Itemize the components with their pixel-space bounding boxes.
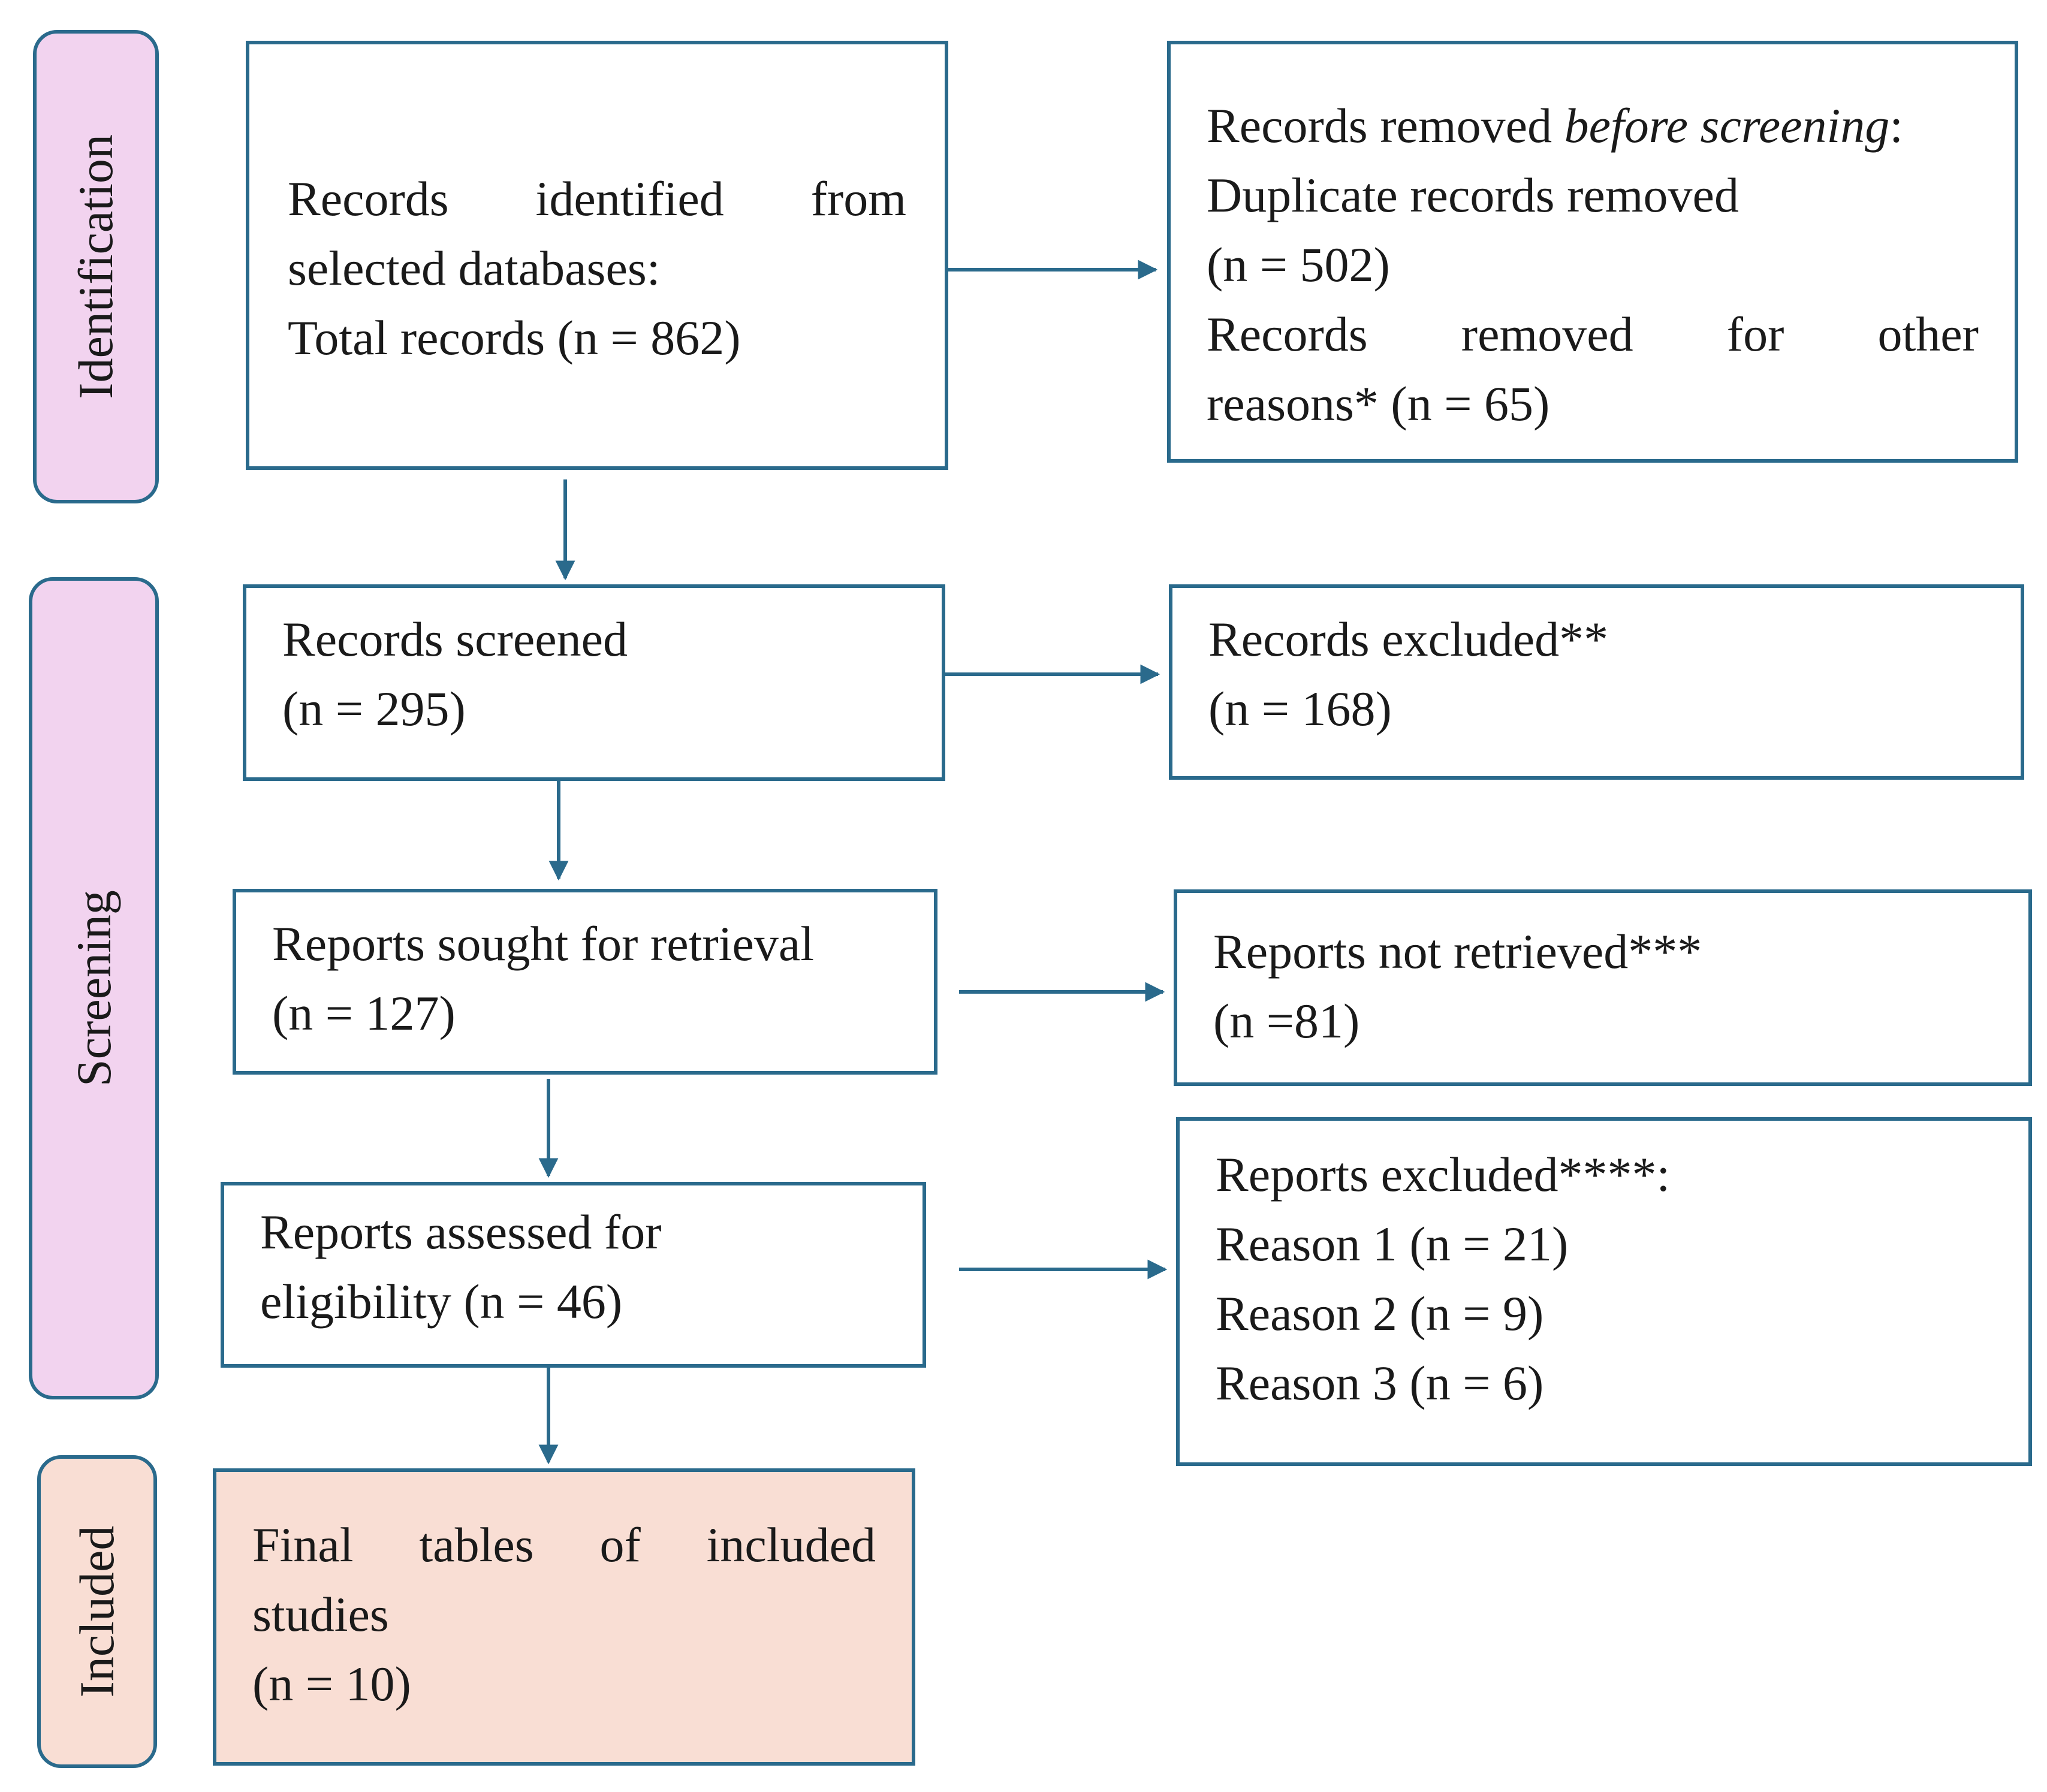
other-reasons-count: reasons* (n = 65): [1207, 376, 1550, 431]
reports-not-retrieved-label: Reports not retrieved***: [1213, 924, 1702, 979]
final-included-line-1: Final tables of included: [252, 1518, 876, 1572]
records-identified-total: Total records (n = 862): [288, 310, 741, 365]
records-removed-box: Records removed before screening: Duplic…: [1167, 41, 2018, 463]
final-included-line-2: studies: [252, 1587, 389, 1642]
reports-excluded-box: Reports excluded****: Reason 1 (n = 21) …: [1176, 1117, 2032, 1466]
records-identified-box: Records identified from selected databas…: [246, 41, 948, 470]
final-included-box: Final tables of included studies (n = 10…: [213, 1468, 915, 1766]
phase-included: Included: [37, 1455, 157, 1768]
records-removed-other-line: Records removed for other: [1207, 307, 1979, 361]
duplicate-records-label: Duplicate records removed: [1207, 168, 1739, 222]
reason-3: Reason 3 (n = 6): [1216, 1356, 1544, 1410]
records-excluded-box: Records excluded** (n = 168): [1169, 584, 2024, 780]
records-excluded-label: Records excluded**: [1208, 612, 1609, 666]
phase-screening: Screening: [29, 577, 159, 1399]
records-removed-heading: Records removed before screening:: [1207, 98, 1904, 153]
records-screened-label: Records screened: [282, 612, 628, 666]
records-identified-line-1: Records identified from: [288, 171, 906, 226]
records-identified-line-2: selected databases:: [288, 241, 661, 295]
records-excluded-count: (n = 168): [1208, 681, 1392, 736]
reports-assessed-count: eligibility (n = 46): [260, 1274, 623, 1329]
final-included-count: (n = 10): [252, 1657, 411, 1711]
reports-assessed-box: Reports assessed for eligibility (n = 46…: [221, 1182, 926, 1368]
duplicate-records-count: (n = 502): [1207, 237, 1390, 292]
phase-identification: Identification: [33, 30, 159, 503]
reports-not-retrieved-count: (n =81): [1213, 994, 1360, 1048]
reason-2: Reason 2 (n = 9): [1216, 1286, 1544, 1341]
reports-not-retrieved-box: Reports not retrieved*** (n =81): [1174, 889, 2032, 1086]
records-screened-count: (n = 295): [282, 681, 466, 736]
reason-1: Reason 1 (n = 21): [1216, 1217, 1569, 1271]
reports-sought-count: (n = 127): [272, 986, 456, 1040]
reports-sought-label: Reports sought for retrieval: [272, 916, 815, 971]
records-screened-box: Records screened (n = 295): [243, 584, 945, 781]
reports-sought-box: Reports sought for retrieval (n = 127): [233, 889, 937, 1075]
reports-excluded-label: Reports excluded****:: [1216, 1147, 1671, 1202]
reports-assessed-label: Reports assessed for: [260, 1205, 662, 1259]
